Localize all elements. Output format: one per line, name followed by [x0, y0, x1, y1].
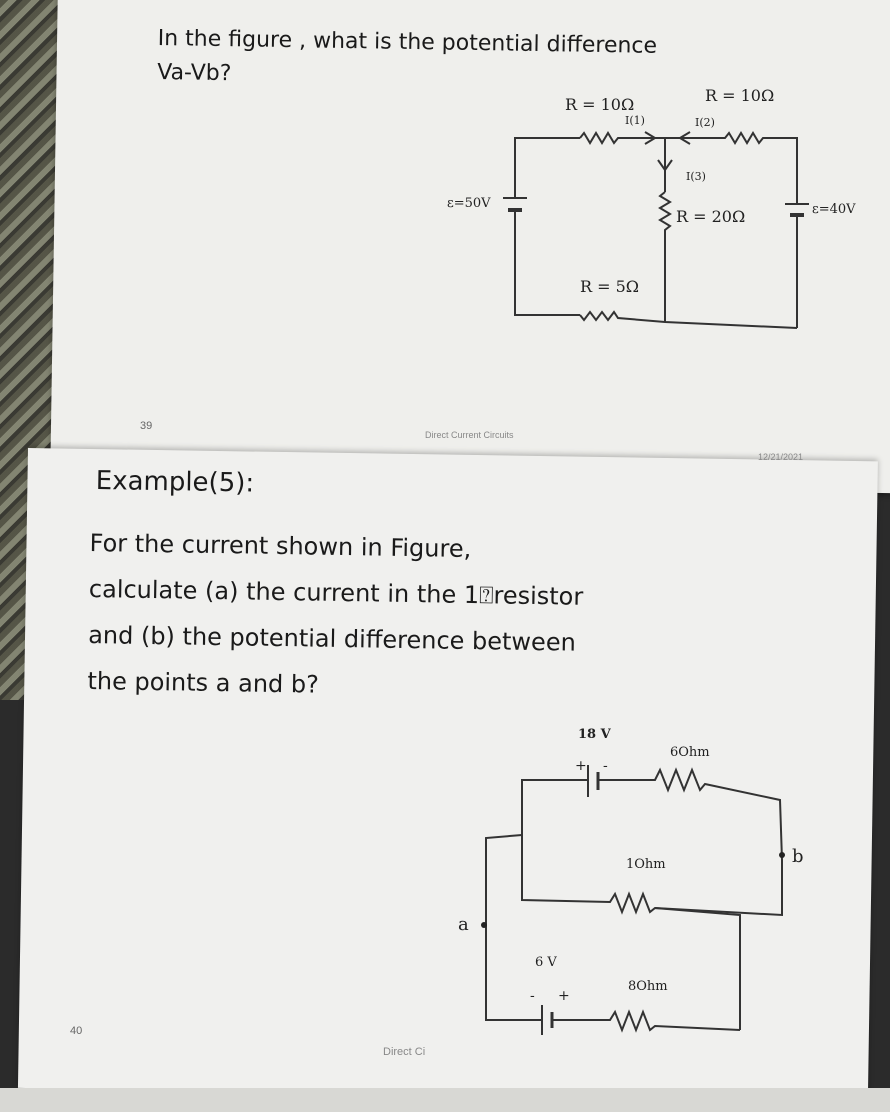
label-current-3: I(3) [686, 170, 706, 183]
label-point-a: a [458, 914, 469, 935]
footer-date: 12/21/2021 [758, 452, 804, 462]
label-r-top-right: R = 10Ω [705, 86, 774, 105]
label-emf-right: ε=40V [812, 202, 856, 217]
label-point-b: b [792, 846, 804, 867]
footer-course-top: Direct Current Circuits [425, 430, 514, 440]
label-plus-bottom: + [558, 988, 570, 1004]
label-r-bottom: R = 5Ω [580, 277, 639, 296]
label-r-1ohm: 1Ohm [626, 857, 666, 872]
label-minus-top: - [603, 758, 608, 774]
page-number-40: 40 [70, 1025, 83, 1037]
label-r-top-left: R = 10Ω [565, 95, 634, 114]
node-b [779, 852, 785, 858]
label-r-6ohm: 6Ohm [670, 745, 710, 760]
label-battery-6v: 6 V [535, 955, 557, 970]
label-plus-top: + [575, 758, 587, 774]
page-number-39: 39 [140, 420, 153, 432]
label-current-2: I(2) [695, 116, 715, 129]
label-r-middle: R = 20Ω [676, 207, 745, 226]
node-a [481, 922, 487, 928]
footer-course-bottom: Direct Ci [383, 1046, 426, 1058]
label-minus-bottom: - [530, 988, 535, 1004]
label-current-1: I(1) [625, 114, 645, 127]
label-r-8ohm: 8Ohm [628, 979, 668, 994]
label-emf-left: ε=50V [447, 196, 491, 211]
background-surface [0, 1088, 890, 1112]
label-battery-18v: 18 V [578, 727, 612, 742]
